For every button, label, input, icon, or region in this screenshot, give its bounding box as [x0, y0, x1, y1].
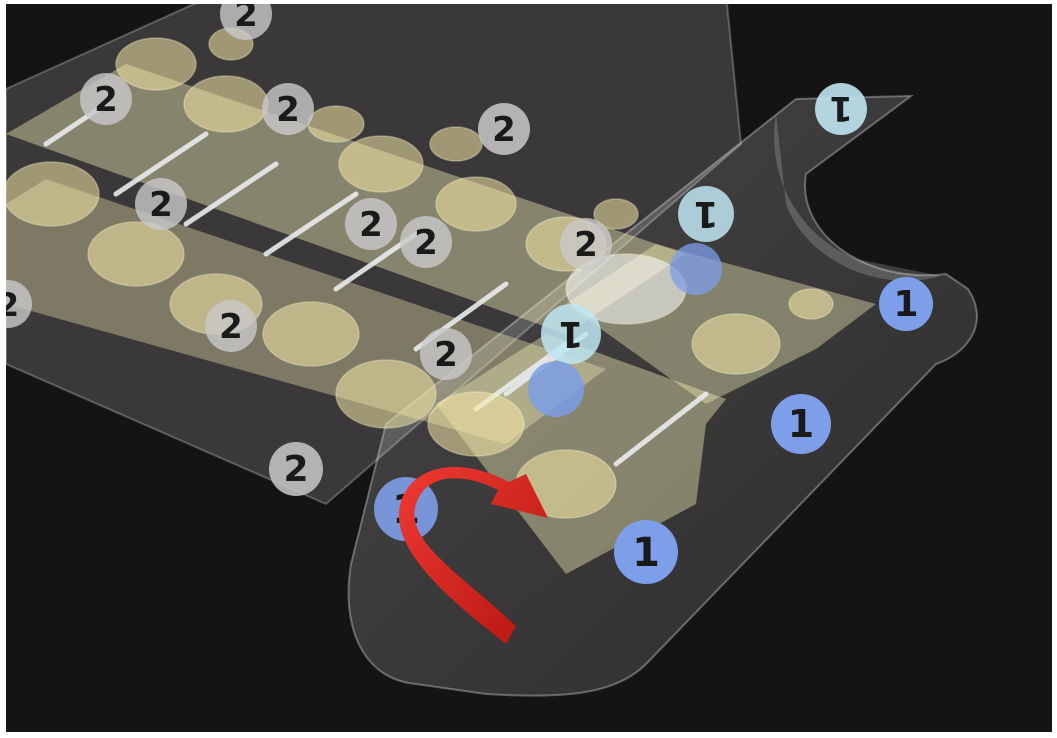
- one-marker-icon: [528, 361, 584, 417]
- two-marker-icon: 2: [345, 198, 397, 250]
- two-marker-icon: 2: [205, 300, 257, 352]
- molded-part: [6, 162, 99, 226]
- two-marker-label: 2: [219, 307, 243, 347]
- molded-part: [339, 136, 423, 192]
- two-marker-icon: 2: [269, 442, 323, 496]
- two-marker-icon: 2: [420, 328, 472, 380]
- two-marker-label: 2: [434, 335, 458, 375]
- one-marker-label: 1: [558, 313, 583, 354]
- one-marker-label: 1: [693, 193, 718, 234]
- one-marker-icon: 1: [541, 304, 601, 364]
- two-marker-icon: 2: [560, 218, 612, 270]
- two-marker-icon: 2: [400, 216, 452, 268]
- two-marker-label: 2: [283, 449, 308, 490]
- two-marker-label: 2: [492, 110, 516, 150]
- molded-part: [308, 106, 364, 142]
- molded-part: [692, 314, 780, 374]
- one-marker-label: 1: [893, 284, 918, 325]
- molded-part: [116, 38, 196, 90]
- molded-part: [436, 177, 516, 231]
- one-marker-icon: 1: [614, 520, 678, 584]
- one-marker-label: 1: [829, 88, 853, 128]
- label-sheet-diagram: 2 2 2 2 2 2 2: [6, 4, 1052, 732]
- two-marker-label: 2: [276, 90, 300, 130]
- one-marker-label: 1: [632, 530, 660, 576]
- two-marker-label: 2: [359, 205, 383, 245]
- molded-part: [336, 360, 436, 428]
- two-marker-label: 2: [574, 225, 598, 265]
- one-marker-icon: 1: [815, 83, 867, 135]
- one-marker-icon: [670, 243, 722, 295]
- two-marker-label: 2: [414, 223, 438, 263]
- two-marker-label: 2: [94, 80, 118, 120]
- diagram-frame: 2 2 2 2 2 2 2: [6, 4, 1052, 732]
- molded-part: [184, 76, 268, 132]
- two-marker-icon: 2: [135, 178, 187, 230]
- molded-part: [263, 302, 359, 366]
- molded-part: [430, 127, 482, 161]
- two-marker-label: 2: [149, 185, 173, 225]
- molded-part: [789, 289, 833, 319]
- one-marker-icon: 1: [771, 394, 831, 454]
- molded-part: [88, 222, 184, 286]
- one-marker-icon: 1: [879, 277, 933, 331]
- molded-part: [428, 392, 524, 456]
- two-marker-icon: 2: [478, 103, 530, 155]
- two-marker-icon: 2: [80, 73, 132, 125]
- two-marker-icon: 2: [262, 83, 314, 135]
- two-marker-label: 2: [234, 4, 258, 35]
- one-marker-icon: 1: [678, 186, 734, 242]
- one-marker-label: 1: [788, 402, 814, 446]
- two-marker-label: 2: [6, 286, 19, 324]
